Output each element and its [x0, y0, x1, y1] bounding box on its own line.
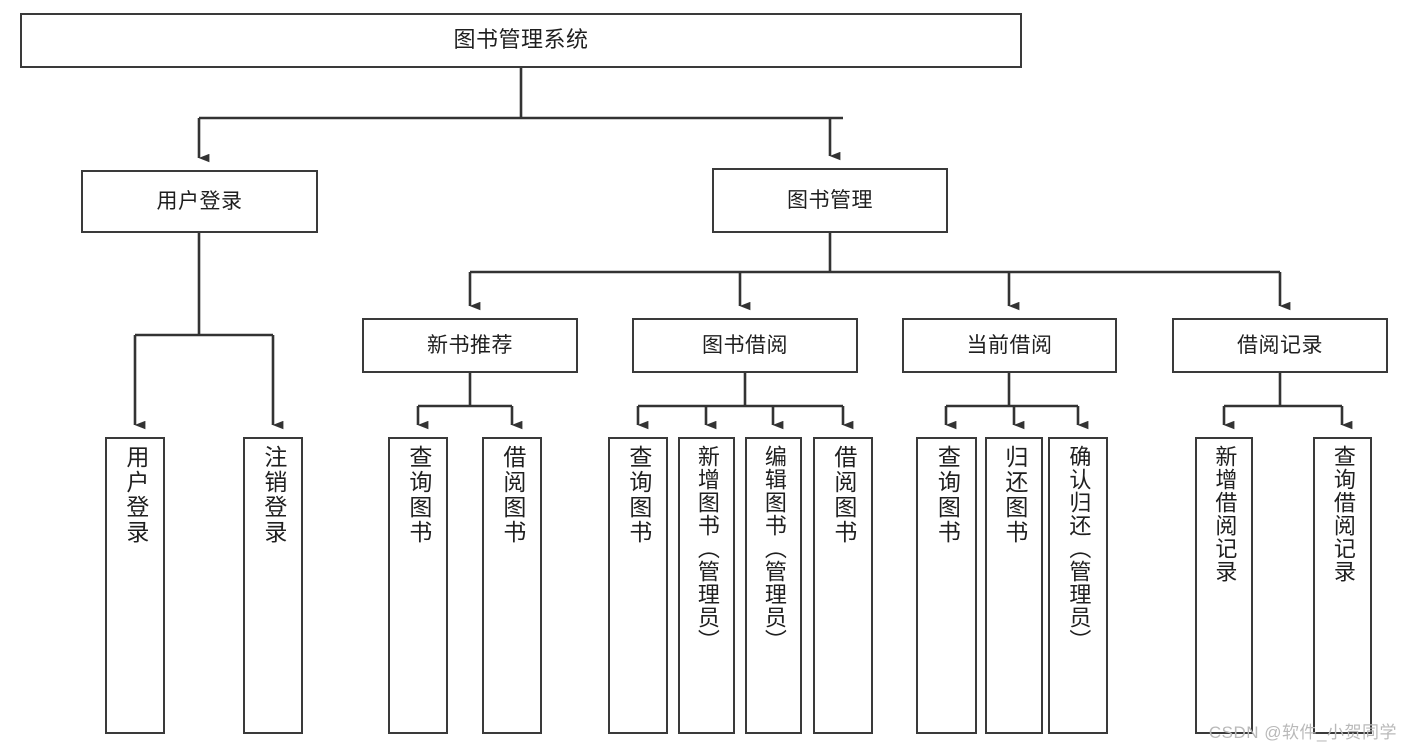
leaf-edit-book-admin[interactable]: 编辑图书（管理员） [745, 437, 802, 734]
leaf-confirm-return-admin[interactable]: 确认归还（管理员） [1048, 437, 1108, 734]
node-label: 新增借阅记录 [1212, 445, 1238, 583]
leaf-query-book-current[interactable]: 查询图书 [916, 437, 977, 734]
node-label: 图书管理 [787, 188, 873, 212]
node-label: 用户登录 [156, 189, 243, 213]
leaf-return-book[interactable]: 归还图书 [985, 437, 1043, 734]
node-label: 新书推荐 [427, 333, 513, 357]
csdn-watermark: CSDN @软件_小贺同学 [1208, 723, 1397, 742]
node-label: 借阅图书 [830, 445, 857, 545]
leaf-query-book-recommend[interactable]: 查询图书 [388, 437, 448, 734]
node-root-system[interactable]: 图书管理系统 [20, 13, 1022, 68]
node-label: 查询借阅记录 [1330, 445, 1356, 583]
node-user-login[interactable]: 用户登录 [81, 170, 318, 233]
leaf-borrow-book-recommend[interactable]: 借阅图书 [482, 437, 542, 734]
node-book-management[interactable]: 图书管理 [712, 168, 948, 233]
node-label: 注销登录 [260, 445, 287, 545]
node-label: 归还图书 [1001, 445, 1028, 545]
node-borrow-record[interactable]: 借阅记录 [1172, 318, 1388, 373]
leaf-add-book-admin[interactable]: 新增图书（管理员） [678, 437, 735, 734]
node-label: 新增图书（管理员） [694, 445, 720, 652]
node-label: 查询图书 [405, 445, 432, 545]
node-label: 图书借阅 [702, 333, 788, 357]
leaf-query-book-borrow[interactable]: 查询图书 [608, 437, 668, 734]
node-label: 当前借阅 [966, 333, 1053, 357]
node-label: 编辑图书（管理员） [761, 445, 787, 652]
leaf-logout[interactable]: 注销登录 [243, 437, 303, 734]
node-label: 借阅图书 [499, 445, 526, 545]
node-book-borrow[interactable]: 图书借阅 [632, 318, 858, 373]
node-label: 确认归还（管理员） [1066, 445, 1092, 652]
node-label: 借阅记录 [1237, 333, 1323, 357]
node-new-book-recommend[interactable]: 新书推荐 [362, 318, 578, 373]
leaf-borrow-book[interactable]: 借阅图书 [813, 437, 873, 734]
leaf-query-borrow-record[interactable]: 查询借阅记录 [1313, 437, 1372, 734]
node-label: 用户登录 [122, 445, 149, 545]
leaf-user-login[interactable]: 用户登录 [105, 437, 165, 734]
node-label: 查询图书 [625, 445, 652, 545]
node-label: 图书管理系统 [453, 27, 589, 53]
leaf-add-borrow-record[interactable]: 新增借阅记录 [1195, 437, 1253, 734]
node-label: 查询图书 [934, 445, 961, 545]
node-current-borrow[interactable]: 当前借阅 [902, 318, 1117, 373]
